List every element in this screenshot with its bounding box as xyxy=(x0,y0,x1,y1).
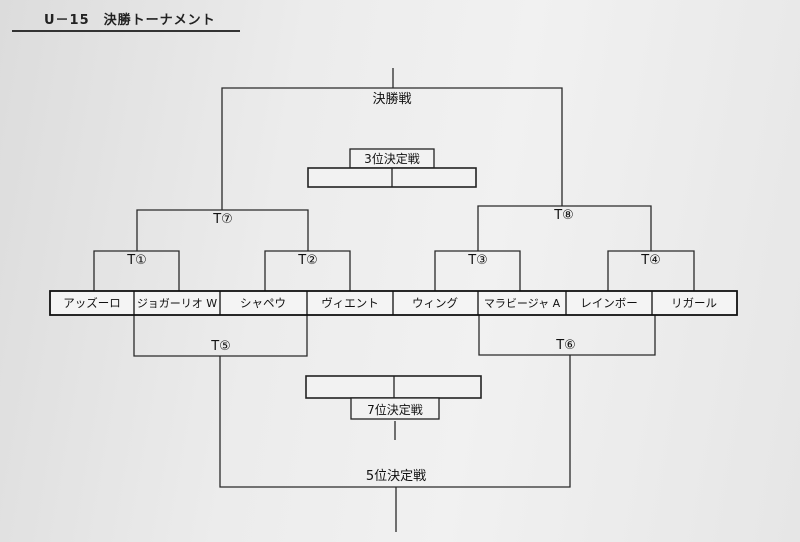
team-8: リガール xyxy=(671,296,717,310)
team-7: レインボー xyxy=(580,296,638,310)
match-label-t8: T⑧ xyxy=(553,208,574,223)
team-1: アッズーロ xyxy=(63,296,121,310)
fifth-place-label: 5位決定戦 xyxy=(366,469,426,484)
third-place-match: 3位決定戦 xyxy=(307,148,477,188)
title-underline xyxy=(12,30,240,32)
match-label-t7: T⑦ xyxy=(212,212,233,227)
team-6: マラビージャ A xyxy=(484,297,561,310)
team-4: ヴィエント xyxy=(321,296,379,310)
third-place-label: 3位決定戦 xyxy=(364,151,420,166)
match-label-t4: T④ xyxy=(640,253,661,268)
bracket-final xyxy=(221,87,563,210)
match-label-t1: T① xyxy=(126,253,147,268)
match-label-t2: T② xyxy=(297,253,318,268)
page-title: U－15 決勝トーナメント xyxy=(44,13,216,28)
match-label-t3: T③ xyxy=(467,253,488,268)
team-2: ジョガーリオ W xyxy=(137,297,217,310)
final-label: 決勝戦 xyxy=(372,92,411,107)
bracket-fifth xyxy=(219,355,571,488)
team-3: シャペウ xyxy=(240,296,286,310)
bracket-t6 xyxy=(478,315,656,356)
match-label-t6: T⑥ xyxy=(555,338,576,353)
bracket-lines xyxy=(93,68,695,532)
team-5: ウィング xyxy=(412,296,458,310)
match-label-t5: T⑤ xyxy=(210,339,231,354)
seventh-place-match: 7位決定戦 xyxy=(305,375,482,420)
seventh-place-label: 7位決定戦 xyxy=(367,402,423,417)
bracket-t8 xyxy=(477,205,652,251)
team-row: アッズーロ ジョガーリオ W シャペウ ヴィエント ウィング マラビージャ A … xyxy=(49,290,738,316)
